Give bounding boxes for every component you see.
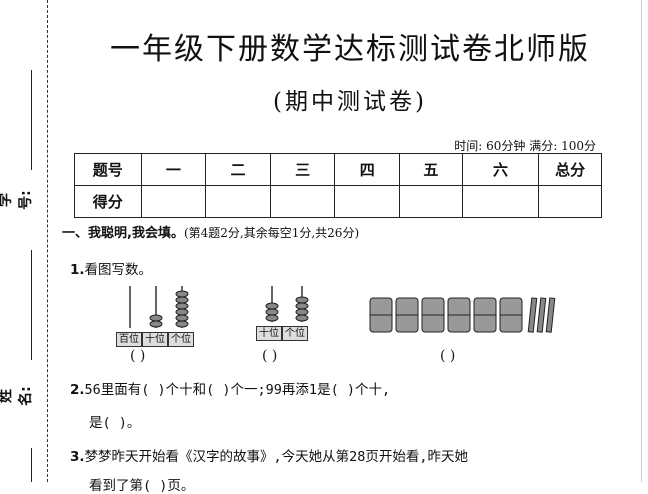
score-cell[interactable] (140, 185, 207, 218)
cut-line (47, 0, 48, 482)
page-subtitle: (期中测试卷) (273, 89, 427, 115)
score-header-cell: 二 (205, 153, 271, 186)
section-1-heading: 一、我聪明,我会填。(第4题2分,其余每空1分,共26分) (62, 222, 359, 241)
score-row-label: 得分 (74, 185, 142, 218)
place-label: 个位 (168, 332, 194, 347)
abacus-place-labels: 十位 个位 (256, 326, 320, 341)
place-label: 个位 (282, 326, 308, 341)
score-table-header-row: 题号 一 二 三 四 五 六 总分 (74, 153, 602, 186)
question-3-line-2: 看到了第( )页。 (89, 478, 195, 494)
section-1-note: (第4题2分,其余每空1分,共26分) (183, 226, 360, 240)
page-title: 一年级下册数学达标测试卷北师版 (110, 32, 590, 67)
stick-bundles-icon (369, 297, 556, 333)
score-cell[interactable] (334, 185, 401, 218)
score-cell[interactable] (461, 185, 540, 218)
score-header-cell: 四 (334, 153, 401, 186)
score-cell[interactable] (269, 185, 336, 218)
time-info: 时间: 60分钟 满分: 100分 (454, 139, 596, 153)
student-name-line (31, 250, 32, 360)
question-number: 2. (70, 382, 85, 398)
question-text: 梦梦昨天开始看《汉字的故事》,今天她从第28页开始看,昨天她 (84, 449, 469, 465)
question-number: 1. (70, 262, 85, 278)
score-header-cell: 五 (399, 153, 463, 186)
question-text: 看图写数。 (84, 262, 153, 278)
score-table: 题号 一 二 三 四 五 六 总分 得分 (74, 153, 602, 218)
score-cell[interactable] (538, 185, 602, 218)
answer-blank-1[interactable]: ( ) (130, 348, 146, 364)
answer-blank-2[interactable]: ( ) (262, 348, 278, 364)
question-2-line-2: 是( )。 (89, 415, 141, 431)
question-text: 56里面有( )个十和( )个一;99再添1是( )个十, (84, 382, 391, 398)
student-number-line (31, 70, 32, 170)
binding-margin: 学号: 姓名: (0, 0, 52, 482)
abacus-rods-icon (129, 286, 189, 328)
student-number-label: 学号: (0, 190, 34, 210)
score-header-cell: 一 (140, 153, 207, 186)
section-1-title: 一、我聪明,我会填。 (62, 226, 184, 241)
score-cell[interactable] (205, 185, 271, 218)
question-2: 2.56里面有( )个十和( )个一;99再添1是( )个十, (70, 378, 390, 398)
abacus-place-labels: 百位 十位 个位 (116, 332, 196, 347)
place-label: 十位 (142, 332, 168, 347)
place-label: 百位 (116, 332, 142, 347)
class-line (31, 448, 32, 482)
place-label: 十位 (256, 326, 282, 341)
score-cell[interactable] (399, 185, 463, 218)
score-header-cell: 三 (269, 153, 336, 186)
question-1: 1.看图写数。 (70, 258, 152, 278)
student-name-label: 姓名: (0, 386, 34, 406)
score-table-score-row: 得分 (74, 185, 602, 218)
score-header-cell: 总分 (538, 153, 602, 186)
page-edge (641, 0, 642, 482)
score-header-cell: 六 (461, 153, 540, 186)
question-3: 3.梦梦昨天开始看《汉字的故事》,今天她从第28页开始看,昨天她 (70, 445, 468, 465)
abacus-three-digit: 百位 十位 个位 (116, 284, 196, 347)
score-header-cell: 题号 (74, 153, 142, 186)
abacus-two-digit: 十位 个位 (256, 284, 320, 341)
abacus-rods-icon (265, 286, 309, 322)
question-number: 3. (70, 449, 85, 465)
answer-blank-3[interactable]: ( ) (440, 348, 456, 364)
